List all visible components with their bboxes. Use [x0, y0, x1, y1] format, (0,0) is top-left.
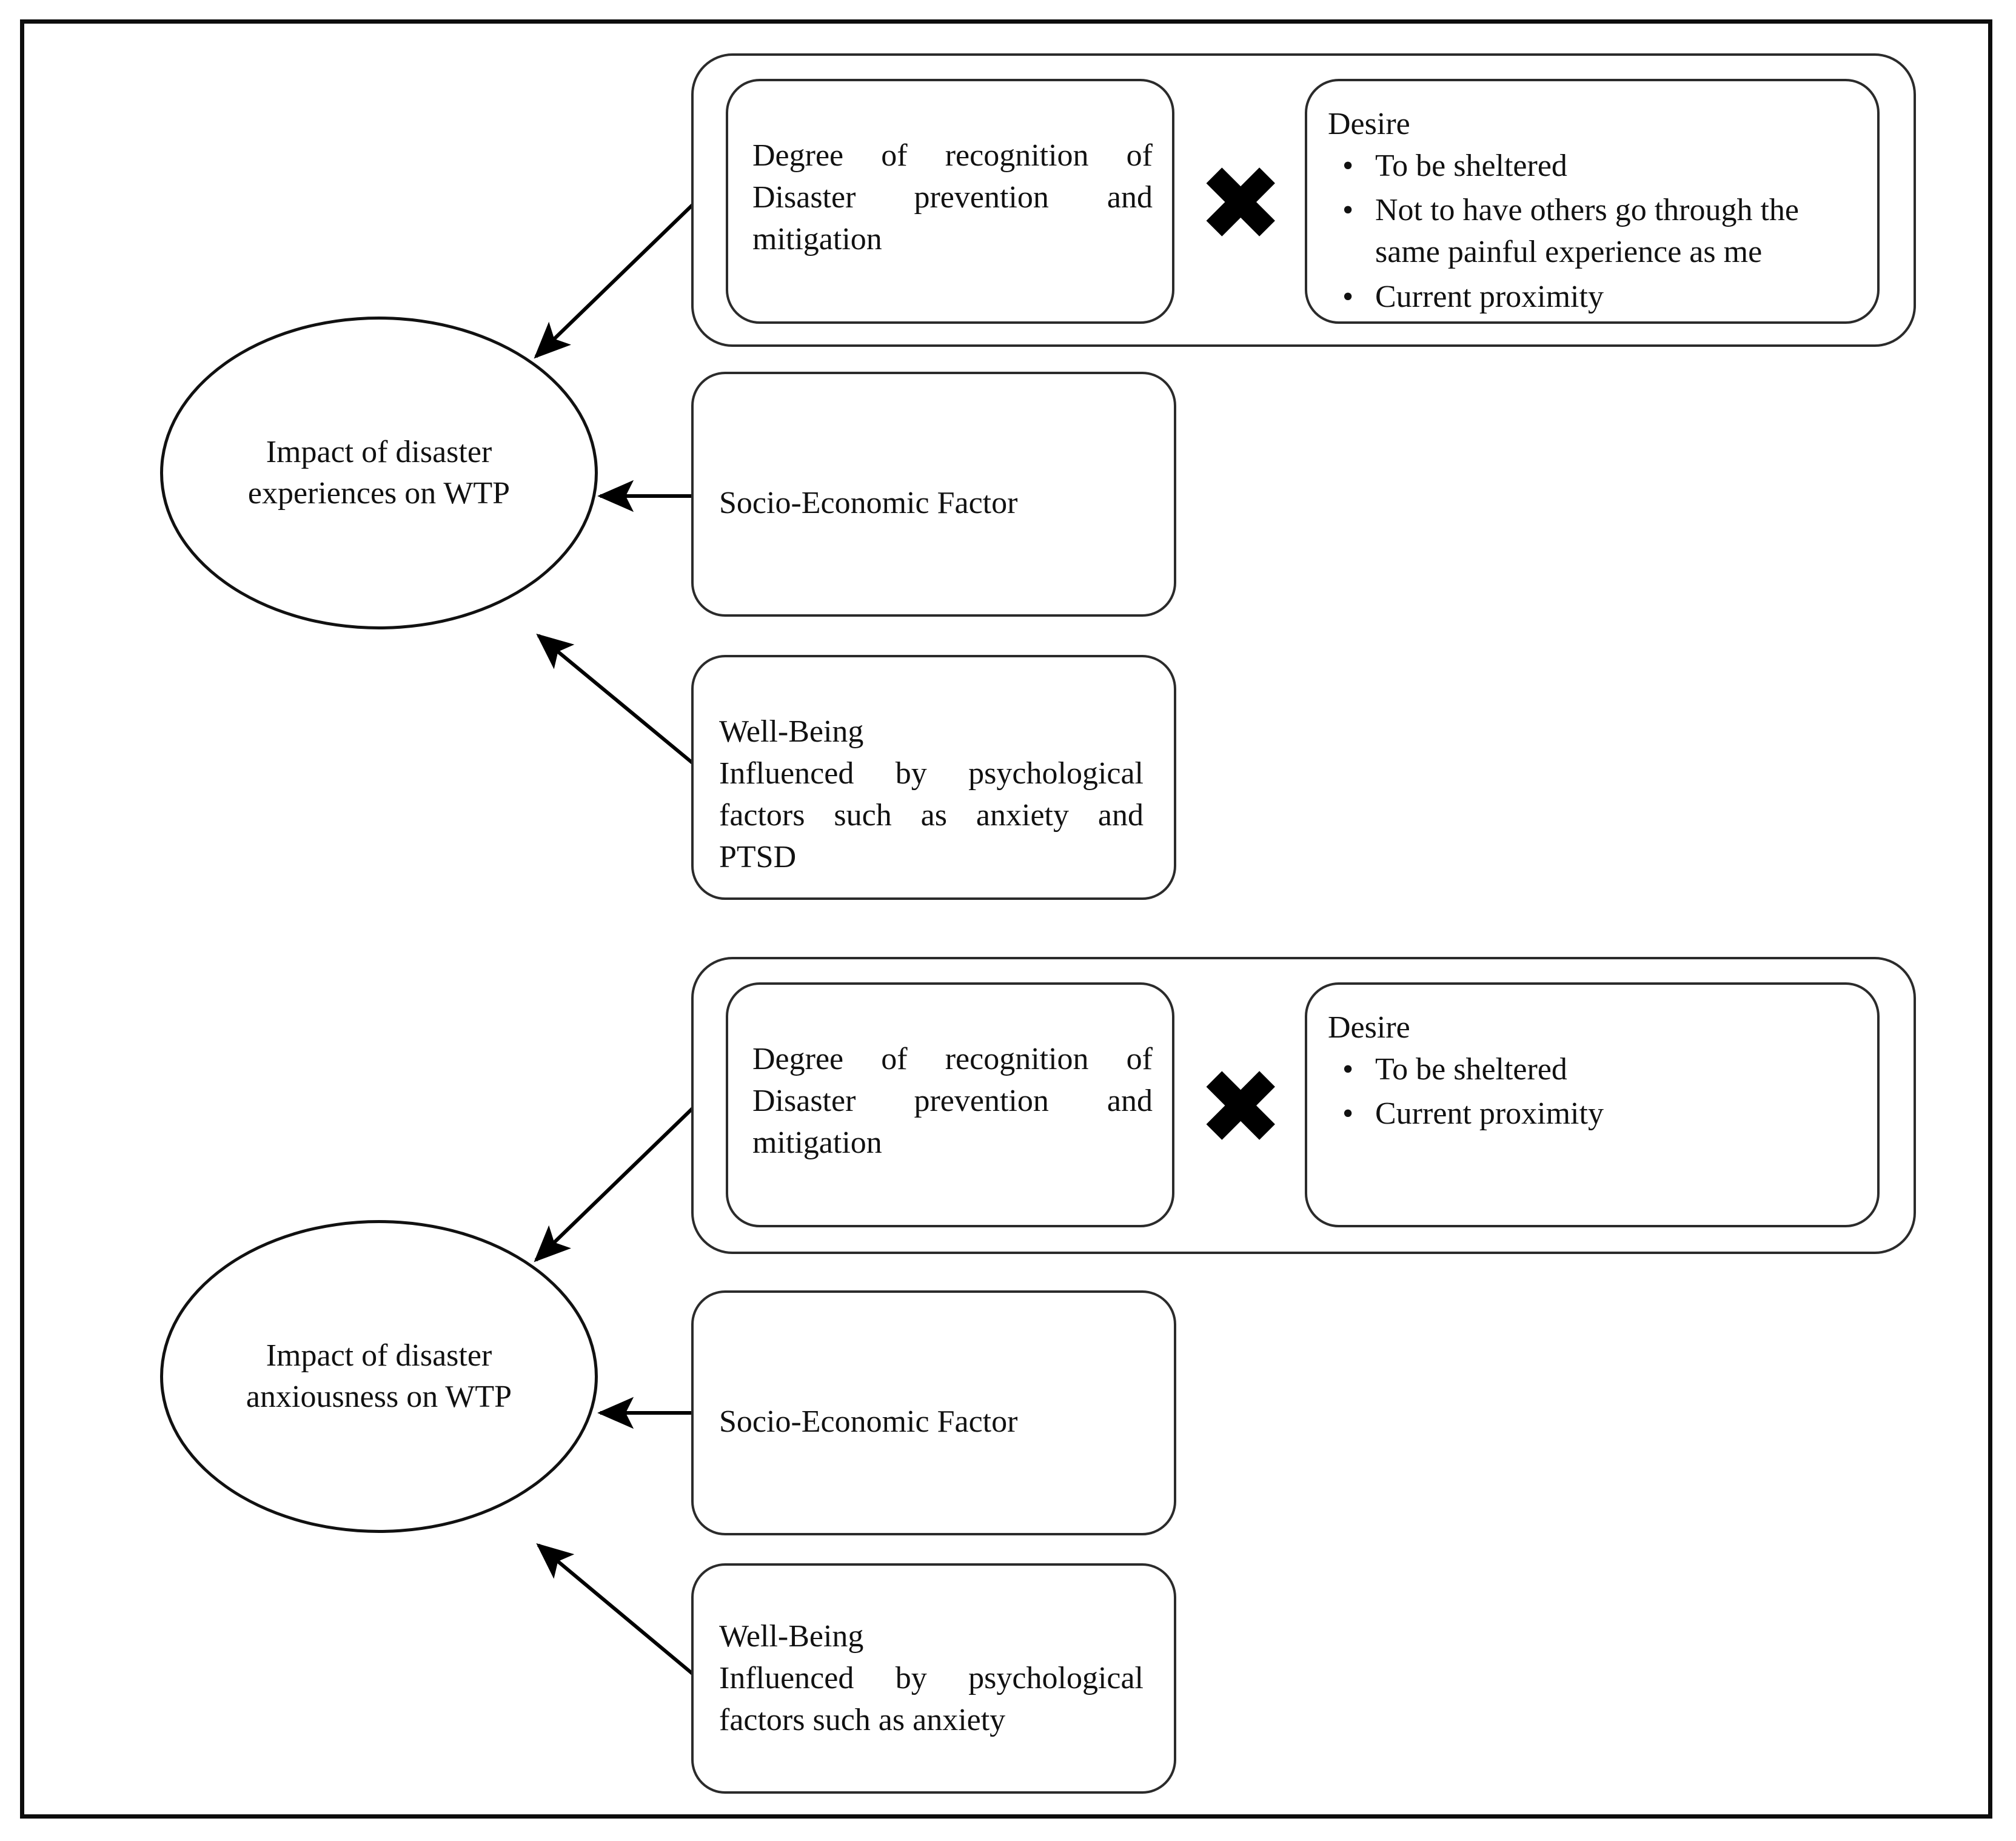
- center-node-anxiousness[interactable]: Impact of disaster anxiousness on WTP: [160, 1220, 598, 1533]
- list-item-label: Not to have others go through the same p…: [1375, 193, 1799, 270]
- box-socioeconomic-anxiousness[interactable]: Socio-Economic Factor: [691, 1290, 1176, 1535]
- box-desire-experiences[interactable]: Desire • To be sheltered • Not to have o…: [1305, 79, 1880, 324]
- box-wellbeing-experiences[interactable]: Well-Being Influenced by psychological f…: [691, 655, 1176, 900]
- box-wellbeing-experiences-title: Well-Being: [719, 714, 864, 749]
- bullet-dot-icon: •: [1342, 1096, 1354, 1132]
- box-desire-anxiousness-title: Desire: [1328, 1010, 1410, 1045]
- box-wellbeing-anxiousness-title: Well-Being: [719, 1619, 864, 1654]
- center-node-experiences-label: Impact of disaster experiences on WTP: [247, 435, 511, 511]
- box-desire-experiences-content: Desire • To be sheltered • Not to have o…: [1328, 103, 1861, 320]
- box-socioeconomic-experiences-text: Socio-Economic Factor: [719, 486, 1018, 520]
- box-socioeconomic-experiences[interactable]: Socio-Economic Factor: [691, 372, 1176, 617]
- bullet-dot-icon: •: [1342, 1052, 1354, 1087]
- box-wellbeing-anxiousness-text: Influenced by psychological factors such…: [719, 1661, 1144, 1738]
- center-node-anxiousness-label: Impact of disaster anxiousness on WTP: [246, 1338, 512, 1414]
- list-item: • To be sheltered: [1328, 1048, 1861, 1090]
- bullet-dot-icon: •: [1342, 279, 1354, 314]
- box-recognition-experiences-text: Degree of recognition of Disaster preven…: [752, 138, 1153, 257]
- bullet-dot-icon: •: [1342, 149, 1354, 184]
- box-desire-anxiousness-content: Desire • To be sheltered • Current proxi…: [1328, 1007, 1861, 1137]
- box-desire-experiences-title: Desire: [1328, 107, 1410, 141]
- box-wellbeing-anxiousness[interactable]: Well-Being Influenced by psychological f…: [691, 1563, 1176, 1794]
- box-recognition-anxiousness-text: Degree of recognition of Disaster preven…: [752, 1042, 1153, 1161]
- list-item: • Current proximity: [1328, 1093, 1861, 1135]
- box-recognition-experiences[interactable]: Degree of recognition of Disaster preven…: [726, 79, 1174, 324]
- list-item: • Not to have others go through the same…: [1328, 189, 1861, 273]
- list-item-label: Current proximity: [1375, 1096, 1604, 1132]
- list-item-label: To be sheltered: [1375, 1052, 1567, 1087]
- list-item: • Current proximity: [1328, 276, 1861, 318]
- multiplication-cross-icon-experiences: ✖: [1197, 147, 1284, 262]
- bullet-dot-icon: •: [1342, 193, 1354, 228]
- list-item-label: To be sheltered: [1375, 149, 1567, 184]
- list-item-label: Current proximity: [1375, 279, 1604, 314]
- box-wellbeing-experiences-content: Well-Being Influenced by psychological f…: [719, 711, 1144, 879]
- box-desire-anxiousness[interactable]: Desire • To be sheltered • Current proxi…: [1305, 982, 1880, 1227]
- box-wellbeing-anxiousness-content: Well-Being Influenced by psychological f…: [719, 1615, 1144, 1741]
- product-group-experiences: [691, 53, 1916, 347]
- list-item: • To be sheltered: [1328, 145, 1861, 187]
- multiplication-cross-icon-anxiousness: ✖: [1197, 1050, 1284, 1165]
- box-desire-experiences-bullet-list: • To be sheltered • Not to have others g…: [1328, 145, 1861, 318]
- product-group-anxiousness: [691, 957, 1916, 1254]
- box-recognition-anxiousness[interactable]: Degree of recognition of Disaster preven…: [726, 982, 1174, 1227]
- center-node-experiences[interactable]: Impact of disaster experiences on WTP: [160, 317, 598, 629]
- box-desire-anxiousness-bullet-list: • To be sheltered • Current proximity: [1328, 1048, 1861, 1135]
- box-socioeconomic-anxiousness-text: Socio-Economic Factor: [719, 1404, 1018, 1439]
- box-wellbeing-experiences-text: Influenced by psychological factors such…: [719, 756, 1144, 875]
